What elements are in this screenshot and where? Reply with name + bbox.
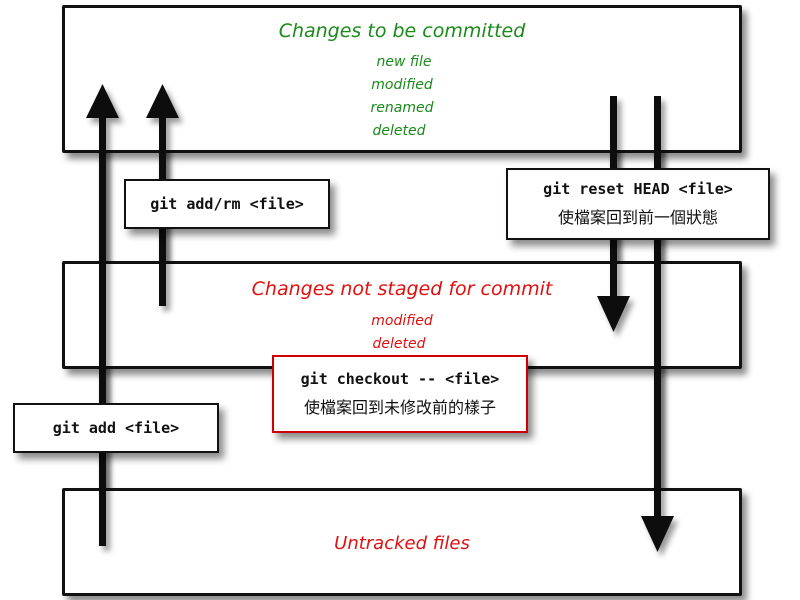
staged-item-new-file: new file (376, 54, 432, 70)
git-add-command: git add <file> (52, 419, 180, 437)
untracked-title: Untracked files (334, 533, 470, 554)
staged-item-renamed: renamed (370, 100, 434, 116)
git-checkout-command: git checkout -- <file> (300, 370, 500, 388)
git-reset-box: git reset HEAD <file> 使檔案回到前一個狀態 (506, 168, 770, 240)
git-checkout-description: 使檔案回到未修改前的樣子 (303, 398, 496, 417)
git-checkout-box: git checkout -- <file> 使檔案回到未修改前的樣子 (272, 355, 528, 433)
git-add-rm-command: git add/rm <file> (150, 195, 304, 213)
untracked-section: Untracked files (62, 488, 742, 596)
git-reset-description: 使檔案回到前一個狀態 (557, 208, 718, 227)
unstaged-section: Changes not staged for commit modified d… (62, 261, 742, 369)
unstaged-title: Changes not staged for commit (251, 278, 553, 300)
git-add-box: git add <file> (13, 403, 219, 453)
staged-item-modified: modified (371, 77, 433, 93)
git-add-rm-box: git add/rm <file> (124, 179, 330, 229)
staged-section: Changes to be committed new file modifie… (62, 5, 742, 153)
staged-title: Changes to be committed (278, 20, 526, 42)
unstaged-item-modified: modified (371, 313, 433, 329)
git-reset-command: git reset HEAD <file> (543, 180, 733, 198)
staged-item-deleted: deleted (372, 123, 426, 139)
unstaged-item-deleted: deleted (372, 336, 426, 352)
